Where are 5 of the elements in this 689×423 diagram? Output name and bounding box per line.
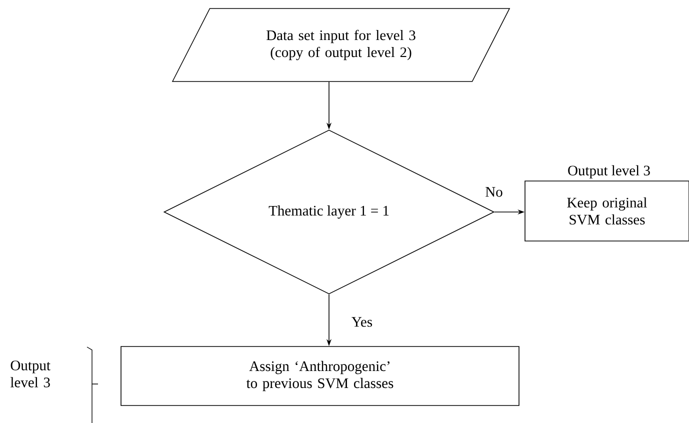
edge-label: Yes [352,317,372,327]
output-label: Output level 3 [10,360,50,388]
output-label: Output level 3 [568,165,650,178]
process-box: Keep original SVM classes [524,180,689,242]
process-box: Assign ‘Anthropogenic’ to previous SVM classes [120,346,520,406]
